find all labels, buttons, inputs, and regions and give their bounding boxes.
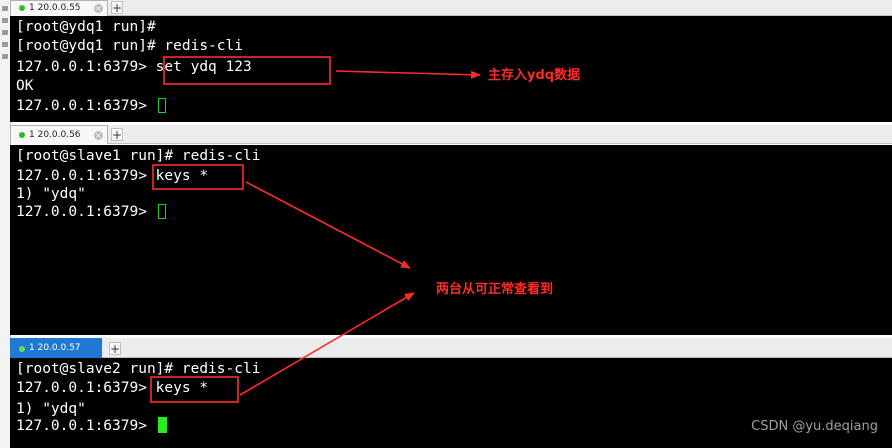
close-tab-icon[interactable]: ×	[94, 4, 103, 13]
terminal-prompt: 127.0.0.1:6379>	[16, 98, 156, 114]
terminal-line: OK	[16, 78, 34, 94]
terminal-prompt-line: 127.0.0.1:6379>	[16, 417, 167, 436]
terminal-output[interactable]: [root@ydq1 run]# [root@ydq1 run]# redis-…	[10, 16, 892, 122]
annotation-slaves-read: 两台从可正常查看到	[436, 282, 554, 297]
terminal-prompt-line: 127.0.0.1:6379>	[16, 203, 166, 222]
new-tab-button[interactable]: +	[109, 342, 121, 356]
terminal-line: 127.0.0.1:6379> keys *	[16, 380, 209, 396]
highlight-box-set-command	[163, 56, 331, 85]
terminal-line: [root@ydq1 run]#	[16, 19, 156, 35]
terminal-line: 1) "ydq"	[16, 186, 86, 202]
arrow-from-slave2	[239, 292, 415, 396]
arrow-from-slave1	[245, 181, 411, 269]
session-tab-label: 1 20.0.0.57	[29, 343, 81, 353]
session-tab-2[interactable]: 1 20.0.0.56 ×	[10, 125, 108, 144]
terminal-pane-3: 1 20.0.0.57 + [root@slave2 run]# redis-c…	[10, 338, 892, 448]
strip-mark	[2, 6, 8, 11]
terminal-pane-1: 1 20.0.0.55 × + [root@ydq1 run]# [root@y…	[10, 0, 892, 122]
new-tab-button[interactable]: +	[111, 128, 123, 142]
tab-bar: 1 20.0.0.56 × +	[10, 125, 892, 144]
terminal-line: 127.0.0.1:6379> set ydq 123	[16, 59, 252, 75]
terminal-line: [root@slave1 run]# redis-cli	[16, 148, 261, 164]
strip-mark	[2, 30, 8, 35]
new-tab-button[interactable]: +	[111, 1, 123, 15]
watermark: CSDN @yu.deqiang	[751, 419, 878, 434]
strip-mark	[2, 54, 8, 59]
terminal-line: 1) "ydq"	[16, 401, 86, 417]
close-tab-icon[interactable]: ×	[94, 131, 103, 140]
session-tab-1[interactable]: 1 20.0.0.55 ×	[10, 0, 108, 16]
annotation-master-write: 主存入ydq数据	[488, 68, 581, 83]
highlight-box-keys-slave1	[152, 164, 244, 190]
terminal-line: 127.0.0.1:6379> keys *	[16, 168, 209, 184]
connection-status-icon	[19, 132, 25, 138]
terminal-cursor	[157, 98, 166, 113]
highlight-box-keys-slave2	[150, 376, 239, 403]
connection-status-icon	[19, 5, 25, 11]
tab-bar: 1 20.0.0.57 +	[10, 338, 892, 358]
session-tab-label: 1 20.0.0.56	[29, 130, 81, 140]
terminal-prompt-line: 127.0.0.1:6379>	[16, 97, 166, 116]
terminal-pane-2: 1 20.0.0.56 × + [root@slave1 run]# redis…	[10, 125, 892, 335]
terminal-prompt: 127.0.0.1:6379>	[16, 204, 156, 220]
terminal-cursor	[157, 417, 167, 433]
terminal-prompt: 127.0.0.1:6379>	[16, 418, 156, 434]
strip-mark	[2, 18, 8, 23]
terminal-output[interactable]: [root@slave1 run]# redis-cli 127.0.0.1:6…	[10, 145, 892, 335]
connection-status-icon	[19, 346, 25, 352]
arrow-to-master-note	[335, 70, 481, 79]
session-tab-label: 1 20.0.0.55	[29, 3, 81, 13]
tab-bar: 1 20.0.0.55 × +	[10, 0, 892, 16]
strip-mark	[2, 42, 8, 47]
terminal-cursor	[157, 204, 166, 219]
terminal-line: [root@ydq1 run]# redis-cli	[16, 38, 243, 54]
terminal-line: [root@slave2 run]# redis-cli	[16, 361, 261, 377]
session-tab-3[interactable]: 1 20.0.0.57	[10, 338, 102, 358]
terminal-output[interactable]: [root@slave2 run]# redis-cli 127.0.0.1:6…	[10, 358, 892, 448]
